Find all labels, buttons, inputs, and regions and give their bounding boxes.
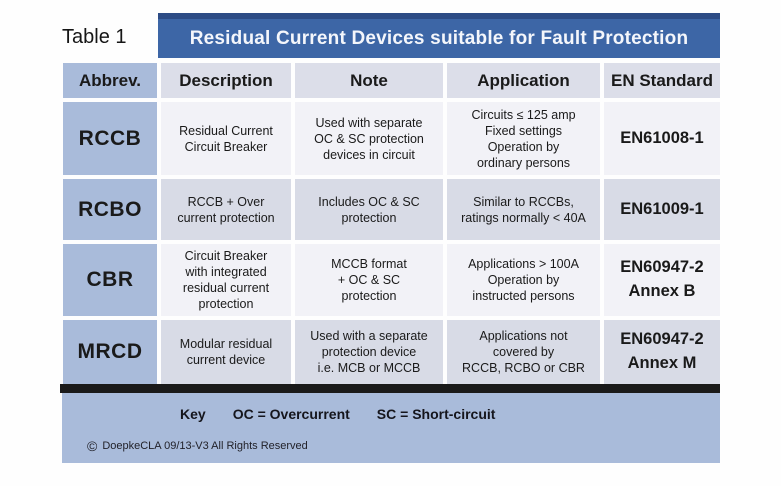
rcbo-description: RCCB + Over current protection (161, 179, 291, 240)
rccb-note: Used with separate OC & SC protection de… (295, 102, 443, 175)
table-title-bar: Residual Current Devices suitable for Fa… (158, 13, 720, 58)
header-application: Application (447, 63, 600, 98)
copyright-line: © DoepkeCLA 09/13-V3 All Rights Reserved (87, 439, 308, 453)
table-title: Residual Current Devices suitable for Fa… (189, 27, 689, 49)
rcbo-abbrev: RCBO (63, 179, 157, 240)
key-band: Key OC = Overcurrent SC = Short-circuit … (62, 393, 720, 463)
cbr-description: Circuit Breaker with integrated residual… (161, 244, 291, 316)
mrcd-description: Modular residual current device (161, 320, 291, 384)
cbr-abbrev: CBR (63, 244, 157, 316)
copyright-text: DoepkeCLA 09/13-V3 All Rights Reserved (102, 440, 308, 452)
key-label: Key (180, 406, 206, 422)
cbr-note: MCCB format + OC & SC protection (295, 244, 443, 316)
rcd-table: Abbrev. Description Note Application EN … (63, 63, 720, 384)
header-description: Description (161, 63, 291, 98)
header-abbrev: Abbrev. (63, 63, 157, 98)
header-en-standard: EN Standard (604, 63, 720, 98)
table-bottom-separator (60, 384, 720, 393)
key-oc-definition: OC = Overcurrent (232, 406, 350, 422)
mrcd-abbrev: MRCD (63, 320, 157, 384)
rcbo-en-standard: EN61009-1 (604, 179, 720, 240)
copyright-icon: © (87, 438, 98, 454)
rccb-description: Residual Current Circuit Breaker (161, 102, 291, 175)
key-line: Key OC = Overcurrent SC = Short-circuit (180, 406, 495, 422)
key-sc-definition: SC = Short-circuit (376, 406, 496, 422)
cbr-application: Applications > 100A Operation by instruc… (447, 244, 600, 316)
header-note: Note (295, 63, 443, 98)
rcbo-note: Includes OC & SC protection (295, 179, 443, 240)
rccb-en-standard: EN61008-1 (604, 102, 720, 175)
mrcd-en-standard: EN60947-2 Annex M (604, 320, 720, 384)
rccb-application: Circuits ≤ 125 amp Fixed settings Operat… (447, 102, 600, 175)
rccb-abbrev: RCCB (63, 102, 157, 175)
mrcd-note: Used with a separate protection device i… (295, 320, 443, 384)
cbr-en-standard: EN60947-2 Annex B (604, 244, 720, 316)
table-number-label: Table 1 (62, 26, 127, 48)
rcbo-application: Similar to RCCBs, ratings normally < 40A (447, 179, 600, 240)
mrcd-application: Applications not covered by RCCB, RCBO o… (447, 320, 600, 384)
